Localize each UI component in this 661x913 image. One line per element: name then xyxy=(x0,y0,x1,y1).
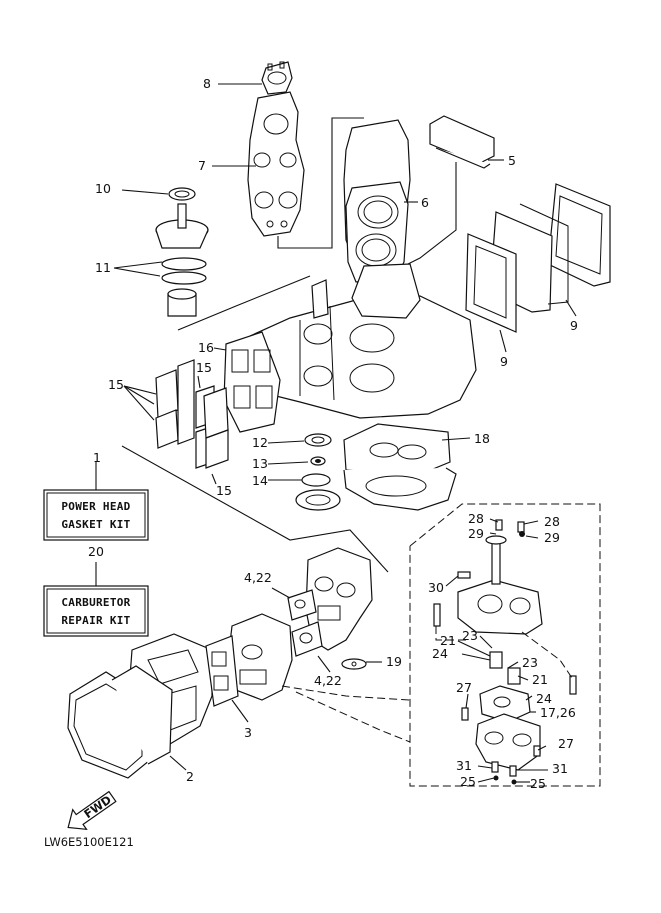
fwd-arrow: FWD xyxy=(67,790,117,831)
callout-4-22-lower: 4,22 xyxy=(314,673,342,688)
callout-4-22-upper: 4,22 xyxy=(244,570,272,585)
callout-29-left: 29 xyxy=(468,526,484,541)
callout-15-top: 15 xyxy=(196,360,212,375)
power-head-kit-box[interactable]: POWER HEAD GASKET KIT xyxy=(43,489,149,541)
part-7[interactable] xyxy=(247,91,305,237)
callout-25-left: 25 xyxy=(460,774,476,789)
part-15[interactable] xyxy=(155,359,229,469)
callout-13: 13 xyxy=(252,456,268,471)
power-head-kit-line1: POWER HEAD xyxy=(61,500,130,513)
callout-28-right: 28 xyxy=(544,514,560,529)
carburetor-middle xyxy=(227,613,293,701)
callout-23-left: 23 xyxy=(462,628,478,643)
callout-9-lower: 9 xyxy=(500,354,508,369)
callout-11: 11 xyxy=(95,260,111,275)
callout-20: 20 xyxy=(88,544,104,559)
power-head-kit-line2: GASKET KIT xyxy=(61,518,130,531)
callout-2: 2 xyxy=(186,769,194,784)
callout-14: 14 xyxy=(252,473,268,488)
part-12[interactable] xyxy=(304,433,332,447)
carburetor-kit-line1: CARBURETOR xyxy=(61,596,130,609)
part-2[interactable] xyxy=(67,665,173,779)
callout-5: 5 xyxy=(508,153,516,168)
callout-3: 3 xyxy=(244,725,252,740)
callout-25-right: 25 xyxy=(530,776,546,791)
callout-31-left: 31 xyxy=(456,758,472,773)
part-18[interactable] xyxy=(343,423,451,477)
callout-24-right: 24 xyxy=(536,691,552,706)
part-19[interactable] xyxy=(341,658,367,670)
carburetor-kit-line2: REPAIR KIT xyxy=(61,614,130,627)
callout-27-right: 27 xyxy=(558,736,574,751)
lower-casing xyxy=(343,467,457,511)
carburetor-kit-box[interactable]: CARBURETOR REPAIR KIT xyxy=(43,585,149,637)
carb-small-parts xyxy=(433,519,577,785)
diagram-code: LW6E5100E121 xyxy=(44,835,134,849)
part-11[interactable] xyxy=(161,257,207,317)
callout-23-right: 23 xyxy=(522,655,538,670)
part-8[interactable] xyxy=(261,61,293,95)
part-10[interactable] xyxy=(155,187,209,249)
crankcase-block xyxy=(247,263,477,419)
callout-21-left: 21 xyxy=(440,633,456,648)
callout-30: 30 xyxy=(428,580,444,595)
callout-7: 7 xyxy=(198,158,206,173)
callout-12: 12 xyxy=(252,435,268,450)
part-14[interactable] xyxy=(295,473,341,511)
part-4-22-lower[interactable] xyxy=(291,621,323,657)
part-13[interactable] xyxy=(310,456,326,466)
callout-15-bottom: 15 xyxy=(216,483,232,498)
callout-19: 19 xyxy=(386,654,402,669)
callout-17-26: 17,26 xyxy=(540,705,576,720)
callout-labels: 8 7 10 11 5 6 9 9 16 15 15 15 12 13 14 1… xyxy=(88,76,578,791)
part-5[interactable] xyxy=(429,115,495,169)
callout-29-right: 29 xyxy=(544,530,560,545)
callout-28-left: 28 xyxy=(468,511,484,526)
callout-15-left: 15 xyxy=(108,377,124,392)
callout-6: 6 xyxy=(421,195,429,210)
callout-1: 1 xyxy=(93,450,101,465)
callout-27-left: 27 xyxy=(456,680,472,695)
callout-8: 8 xyxy=(203,76,211,91)
callout-16: 16 xyxy=(198,340,214,355)
part-3[interactable] xyxy=(205,635,239,707)
callout-24-left: 24 xyxy=(432,646,448,661)
callout-31-right: 31 xyxy=(552,761,568,776)
callout-21-right: 21 xyxy=(532,672,548,687)
part-4-22-upper[interactable] xyxy=(287,589,317,621)
carb-detail-body xyxy=(457,535,543,635)
part-9-lower[interactable] xyxy=(465,203,569,333)
callout-9-upper: 9 xyxy=(570,318,578,333)
part-9-upper[interactable] xyxy=(547,183,611,287)
callout-10: 10 xyxy=(95,181,111,196)
carb-detail-bowl xyxy=(475,713,541,771)
callout-18: 18 xyxy=(474,431,490,446)
